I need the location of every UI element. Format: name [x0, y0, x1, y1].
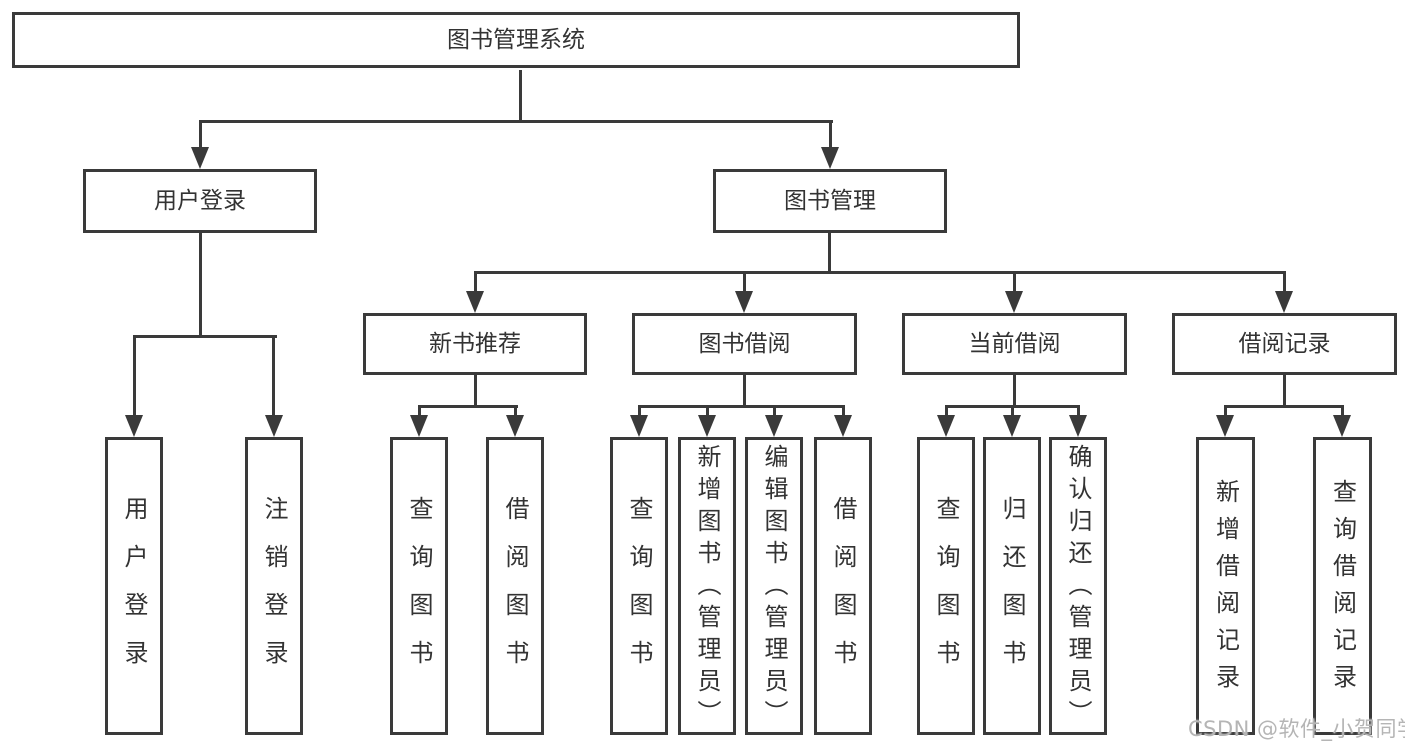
connector-recommend-rail [418, 405, 518, 408]
arrowhead-cb-return [1003, 415, 1021, 437]
connector-to-cb-search [945, 405, 948, 419]
arrowhead-book-management [821, 147, 839, 169]
leaf-search-borrow-record: 查询借阅记录 [1313, 437, 1372, 735]
connector-records-rail [1224, 405, 1344, 408]
connector-to-cb-return [1011, 405, 1014, 419]
node-new-book-recommend: 新书推荐 [363, 313, 587, 375]
arrowhead-borrowing-records [1275, 291, 1293, 313]
connector-to-book-borrowing [743, 271, 746, 295]
arrowhead-rec-borrow [506, 415, 524, 437]
connector-records-stem [1283, 375, 1286, 407]
connector-to-bb-search [638, 405, 641, 419]
connector-to-new-book-recommend [474, 271, 477, 295]
connector-root-stem [519, 70, 522, 122]
leaf-search-books-borrowing: 查询图书 [610, 437, 668, 735]
connector-to-rec-borrow [514, 405, 517, 419]
leaf-return-books: 归还图书 [983, 437, 1041, 735]
connector-to-book-management [829, 120, 832, 150]
leaf-add-borrow-record: 新增借阅记录 [1196, 437, 1255, 735]
connector-user-login-stem [199, 233, 202, 337]
arrowhead-rec-search [410, 415, 428, 437]
leaf-search-books-recommend: 查询图书 [390, 437, 448, 735]
node-book-management: 图书管理 [713, 169, 947, 233]
connector-to-leaf-user-login [133, 335, 136, 417]
connector-to-borrowing-records [1283, 271, 1286, 295]
arrowhead-bb-search [630, 415, 648, 437]
arrowhead-leaf-logout [265, 415, 283, 437]
arrowhead-bb-borrow [834, 415, 852, 437]
connector-to-cb-confirm [1077, 405, 1080, 419]
connector-level2-rail [199, 120, 833, 123]
leaf-user-login: 用户登录 [105, 437, 163, 735]
arrowhead-current-borrowing [1005, 291, 1023, 313]
leaf-edit-books-admin: 编辑图书（管理员） [745, 437, 803, 735]
node-current-borrowing: 当前借阅 [902, 313, 1127, 375]
node-book-borrowing: 图书借阅 [632, 313, 857, 375]
connector-to-bb-edit [773, 405, 776, 419]
connector-to-br-add [1224, 405, 1227, 419]
csdn-watermark: CSDN @软件_小贺同学 [1188, 717, 1405, 741]
arrowhead-book-borrowing [735, 291, 753, 313]
connector-to-bb-borrow [842, 405, 845, 419]
connector-user-login-rail [133, 335, 277, 338]
arrowhead-leaf-user-login [125, 415, 143, 437]
node-library-management-system: 图书管理系统 [12, 12, 1020, 68]
node-borrowing-records: 借阅记录 [1172, 313, 1397, 375]
leaf-search-books-current: 查询图书 [917, 437, 975, 735]
arrowhead-bb-add [698, 415, 716, 437]
connector-level3-rail [474, 271, 1286, 274]
arrowhead-bb-edit [765, 415, 783, 437]
leaf-add-books-admin: 新增图书（管理员） [678, 437, 736, 735]
connector-borrowing-stem [743, 375, 746, 407]
connector-to-bb-add [706, 405, 709, 419]
connector-current-stem [1013, 375, 1016, 407]
arrowhead-user-login [191, 147, 209, 169]
node-user-login: 用户登录 [83, 169, 317, 233]
connector-to-rec-search [418, 405, 421, 419]
connector-to-br-search [1341, 405, 1344, 419]
connector-recommend-stem [474, 375, 477, 407]
connector-book-mgmt-stem [828, 233, 831, 273]
leaf-confirm-return-admin: 确认归还（管理员） [1049, 437, 1107, 735]
arrowhead-new-book-recommend [466, 291, 484, 313]
arrowhead-cb-search [937, 415, 955, 437]
leaf-logout-login: 注销登录 [245, 437, 303, 735]
connector-borrowing-rail [638, 405, 845, 408]
leaf-borrow-books-borrowing: 借阅图书 [814, 437, 872, 735]
connector-to-user-login [199, 120, 202, 150]
connector-to-current-borrowing [1013, 271, 1016, 295]
arrowhead-br-search [1333, 415, 1351, 437]
arrowhead-cb-confirm [1069, 415, 1087, 437]
connector-to-leaf-logout [272, 335, 275, 417]
leaf-borrow-books-recommend: 借阅图书 [486, 437, 544, 735]
arrowhead-br-add [1216, 415, 1234, 437]
